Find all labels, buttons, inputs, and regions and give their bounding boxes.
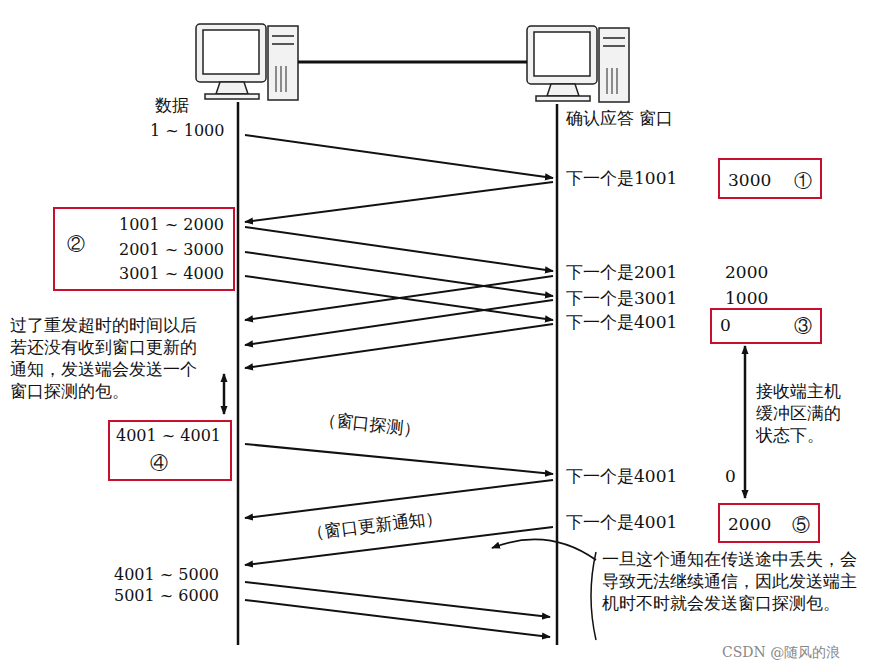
arrow-label: （窗口探测） xyxy=(318,409,422,440)
data-range: 4001 ~ 5000 xyxy=(114,565,219,584)
watermark: CSDN @随风的浪 xyxy=(722,644,840,661)
callout-leader xyxy=(492,539,596,560)
ack-text: 下一个是4001 xyxy=(566,466,677,486)
data-range: 1001 ~ 2000 xyxy=(119,215,224,234)
data-range: 1 ~ 1000 xyxy=(150,121,224,140)
sender-timeline xyxy=(237,102,240,645)
callout-number: ① xyxy=(794,170,812,192)
callout-number: ③ xyxy=(794,315,812,337)
callout-bracket xyxy=(591,552,596,640)
highlight-box: 4001 ~ 4001 ④ xyxy=(108,420,232,481)
window-size: 3000 xyxy=(728,170,771,190)
computer-icon xyxy=(196,24,298,100)
arrow-label: （窗口更新通知） xyxy=(306,507,443,544)
window-size: 0 xyxy=(720,315,731,335)
highlight-box: 3000 ① xyxy=(718,158,822,199)
callout-number: ② xyxy=(67,233,85,255)
window-size: 2000 xyxy=(728,514,771,534)
column-heading: 数据 xyxy=(155,95,189,115)
ack-text: 下一个是4001 xyxy=(566,512,677,532)
window-size: 2000 xyxy=(725,262,768,282)
timeout-arrow xyxy=(223,374,226,414)
ack-text: 下一个是4001 xyxy=(566,312,677,332)
data-range: 2001 ~ 3000 xyxy=(119,240,224,259)
callout-text: 一旦这个通知在传送途中丢失，会导致无法继续通信，因此发送端主机时不时就会发送窗口… xyxy=(602,548,864,614)
segment-arrows xyxy=(245,135,553,637)
computer-icon xyxy=(527,26,629,102)
note-text: 过了重发超时的时间以后若还没有收到窗口更新的通知，发送端会发送一个窗口探测的包。 xyxy=(10,314,210,402)
callout-number: ④ xyxy=(150,452,168,474)
ack-text: 下一个是2001 xyxy=(566,262,677,282)
data-range: 3001 ~ 4000 xyxy=(119,264,224,283)
column-heading: 确认应答 窗口 xyxy=(566,108,673,128)
highlight-box: 2000 ⑤ xyxy=(718,503,820,543)
data-range: 4001 ~ 4001 xyxy=(116,426,221,445)
highlight-box: 0③ xyxy=(710,308,822,344)
ack-text: 下一个是1001 xyxy=(566,168,677,188)
window-size: 0 xyxy=(725,466,736,486)
buffer-full-arrow xyxy=(744,346,747,498)
ack-text: 下一个是3001 xyxy=(566,288,677,308)
receiver-timeline xyxy=(556,104,559,645)
data-range: 5001 ~ 6000 xyxy=(114,586,219,605)
window-size: 1000 xyxy=(725,288,768,308)
network-cable xyxy=(298,61,527,64)
callout-number: ⑤ xyxy=(792,514,810,536)
note-text: 接收端主机缓冲区满的状态下。 xyxy=(756,380,856,446)
highlight-box: ② 1001 ~ 2000 2001 ~ 3000 3001 ~ 4000 xyxy=(53,207,235,291)
